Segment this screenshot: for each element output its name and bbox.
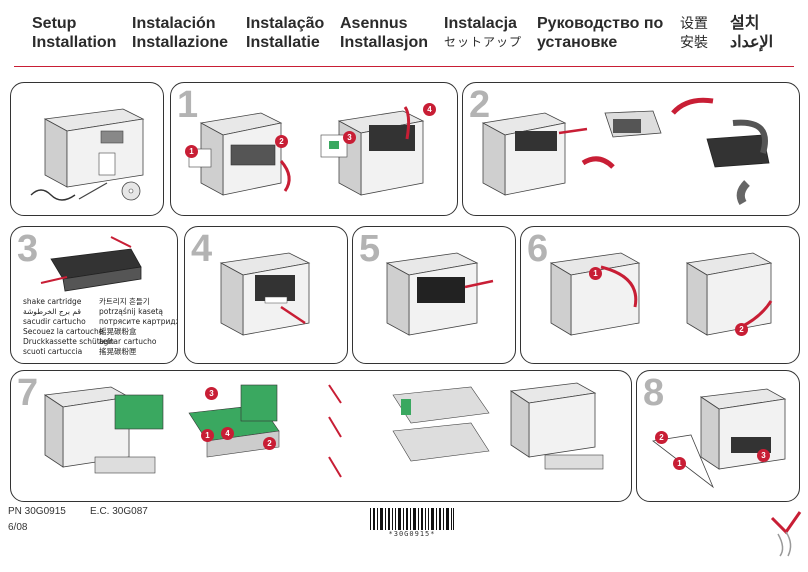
- header-rule: [14, 66, 794, 67]
- callout-label: 3: [347, 133, 352, 142]
- callout-2: 2: [275, 135, 288, 148]
- ec-number: E.C. 30G087: [90, 506, 148, 517]
- callout-label: 1: [205, 431, 210, 440]
- callout-4: 4: [423, 103, 436, 116]
- callout-label: 2: [279, 137, 284, 146]
- panel-step-5: 5: [352, 226, 516, 364]
- callout-1: 1: [673, 457, 686, 470]
- callout-2: 2: [735, 323, 748, 336]
- caption-line: потрясите картридж: [99, 317, 178, 326]
- header-text: Руководство по: [537, 15, 664, 32]
- step-number: 8: [643, 372, 665, 414]
- step-2-illustration: [481, 97, 770, 206]
- caption-line: 카트리지 흔들기: [99, 297, 150, 306]
- header-text: Installatie: [246, 34, 320, 51]
- part-number: PN 30G0915: [8, 506, 66, 517]
- header-text: Asennus: [340, 15, 408, 32]
- callout-label: 2: [659, 433, 664, 442]
- callout-label: 1: [677, 459, 682, 468]
- header-text: установке: [537, 34, 618, 51]
- header-text: 安裝: [680, 34, 708, 50]
- header-col-fi: Asennus Installasjon: [340, 14, 428, 52]
- header-text: Setup: [32, 15, 77, 32]
- step-4-illustration: [219, 252, 311, 336]
- caption-line: potrząśnij kasetą: [99, 307, 163, 316]
- callout-4: 4: [221, 427, 234, 440]
- caption-line: قم برج الخرطوشة: [23, 307, 81, 316]
- callout-label: 2: [739, 325, 744, 334]
- barcode: [368, 508, 456, 530]
- step-7-illustration: [43, 382, 604, 478]
- header-text: الإعداد: [730, 34, 774, 51]
- step-number: 6: [527, 228, 549, 270]
- brand-logo-icon: [770, 511, 802, 557]
- step-number: 4: [191, 228, 213, 270]
- callout-2: 2: [655, 431, 668, 444]
- step-number: 7: [17, 372, 39, 414]
- callout-label: 3: [761, 451, 766, 460]
- caption-line: 摇晃碳粉盒: [99, 327, 137, 336]
- caption-line: sacudir cartucho: [23, 317, 86, 326]
- callout-label: 1: [593, 269, 598, 278]
- callout-2: 2: [263, 437, 276, 450]
- callout-1: 1: [201, 429, 214, 442]
- header-col-zh: 设置 安裝: [680, 14, 708, 52]
- panel-step-8: 1 2 3 8: [636, 370, 800, 502]
- header-text: 설치: [730, 15, 760, 32]
- panel-step-4: 4: [184, 226, 348, 364]
- header-col-pt: Instalação Installatie: [246, 14, 324, 52]
- caption-line: scuoti cartuccia: [23, 347, 83, 356]
- language-header: Setup Installation Instalación Installaz…: [0, 14, 808, 62]
- printer-contents-illustration: [30, 108, 145, 201]
- caption-line: Druckkassette schütteln: [23, 337, 115, 346]
- step-5-illustration: [385, 252, 494, 336]
- header-text: Installation: [32, 34, 117, 51]
- step-3-illustration: [40, 236, 142, 292]
- header-text: Installazione: [132, 34, 229, 51]
- barcode-text: *30G0915*: [388, 530, 436, 538]
- header-text: Instalação: [246, 15, 325, 32]
- callout-label: 4: [427, 105, 432, 114]
- caption-line: 搖晃碳粉匣: [99, 347, 137, 356]
- callout-label: 2: [267, 439, 272, 448]
- panel-step-1: 1 2 3 4 1: [170, 82, 458, 216]
- panel-box-contents: [10, 82, 164, 216]
- step-number: 2: [469, 84, 491, 126]
- callout-3: 3: [757, 449, 770, 462]
- revision-date: 6/08: [8, 522, 28, 533]
- caption-line: shake cartridge: [23, 297, 82, 306]
- panel-step-7: 1 2 3 4 7: [10, 370, 632, 502]
- callout-label: 4: [225, 429, 230, 438]
- panel-step-3: shake cartridge قم برج الخرطوشة sacudir …: [10, 226, 178, 364]
- header-col-pl: Instalacja セットアップ: [444, 14, 522, 52]
- callout-3: 3: [205, 387, 218, 400]
- header-col-ko-ar: 설치 الإعداد: [730, 14, 773, 52]
- header-col-en: Setup Installation: [32, 14, 116, 52]
- step-3-captions-left: shake cartridge قم برج الخرطوشة sacudir …: [23, 297, 114, 357]
- header-col-ru: Руководство по установке: [537, 14, 663, 52]
- step-6-illustration: [549, 252, 773, 336]
- step-3-captions-right: 카트리지 흔들기 potrząśnij kasetą потрясите кар…: [99, 297, 178, 357]
- header-text: セットアップ: [444, 35, 523, 49]
- header-col-es: Instalación Installazione: [132, 14, 228, 52]
- step-number: 3: [17, 228, 39, 270]
- callout-1: 1: [185, 145, 198, 158]
- callout-label: 1: [189, 147, 194, 156]
- header-text: Instalación: [132, 15, 216, 32]
- header-text: Instalacja: [444, 15, 517, 32]
- callout-label: 3: [209, 389, 214, 398]
- step-number: 1: [177, 84, 199, 126]
- step-number: 5: [359, 228, 381, 270]
- callout-1: 1: [589, 267, 602, 280]
- header-text: Installasjon: [340, 34, 429, 51]
- caption-line: Secouez la cartouche: [23, 327, 104, 336]
- panel-step-6: 1 2 6: [520, 226, 800, 364]
- caption-line: agitar cartucho: [99, 337, 157, 346]
- callout-3: 3: [343, 131, 356, 144]
- header-text: 设置: [680, 15, 708, 31]
- panel-step-2: 2: [462, 82, 800, 216]
- step-1-illustration: [188, 106, 425, 196]
